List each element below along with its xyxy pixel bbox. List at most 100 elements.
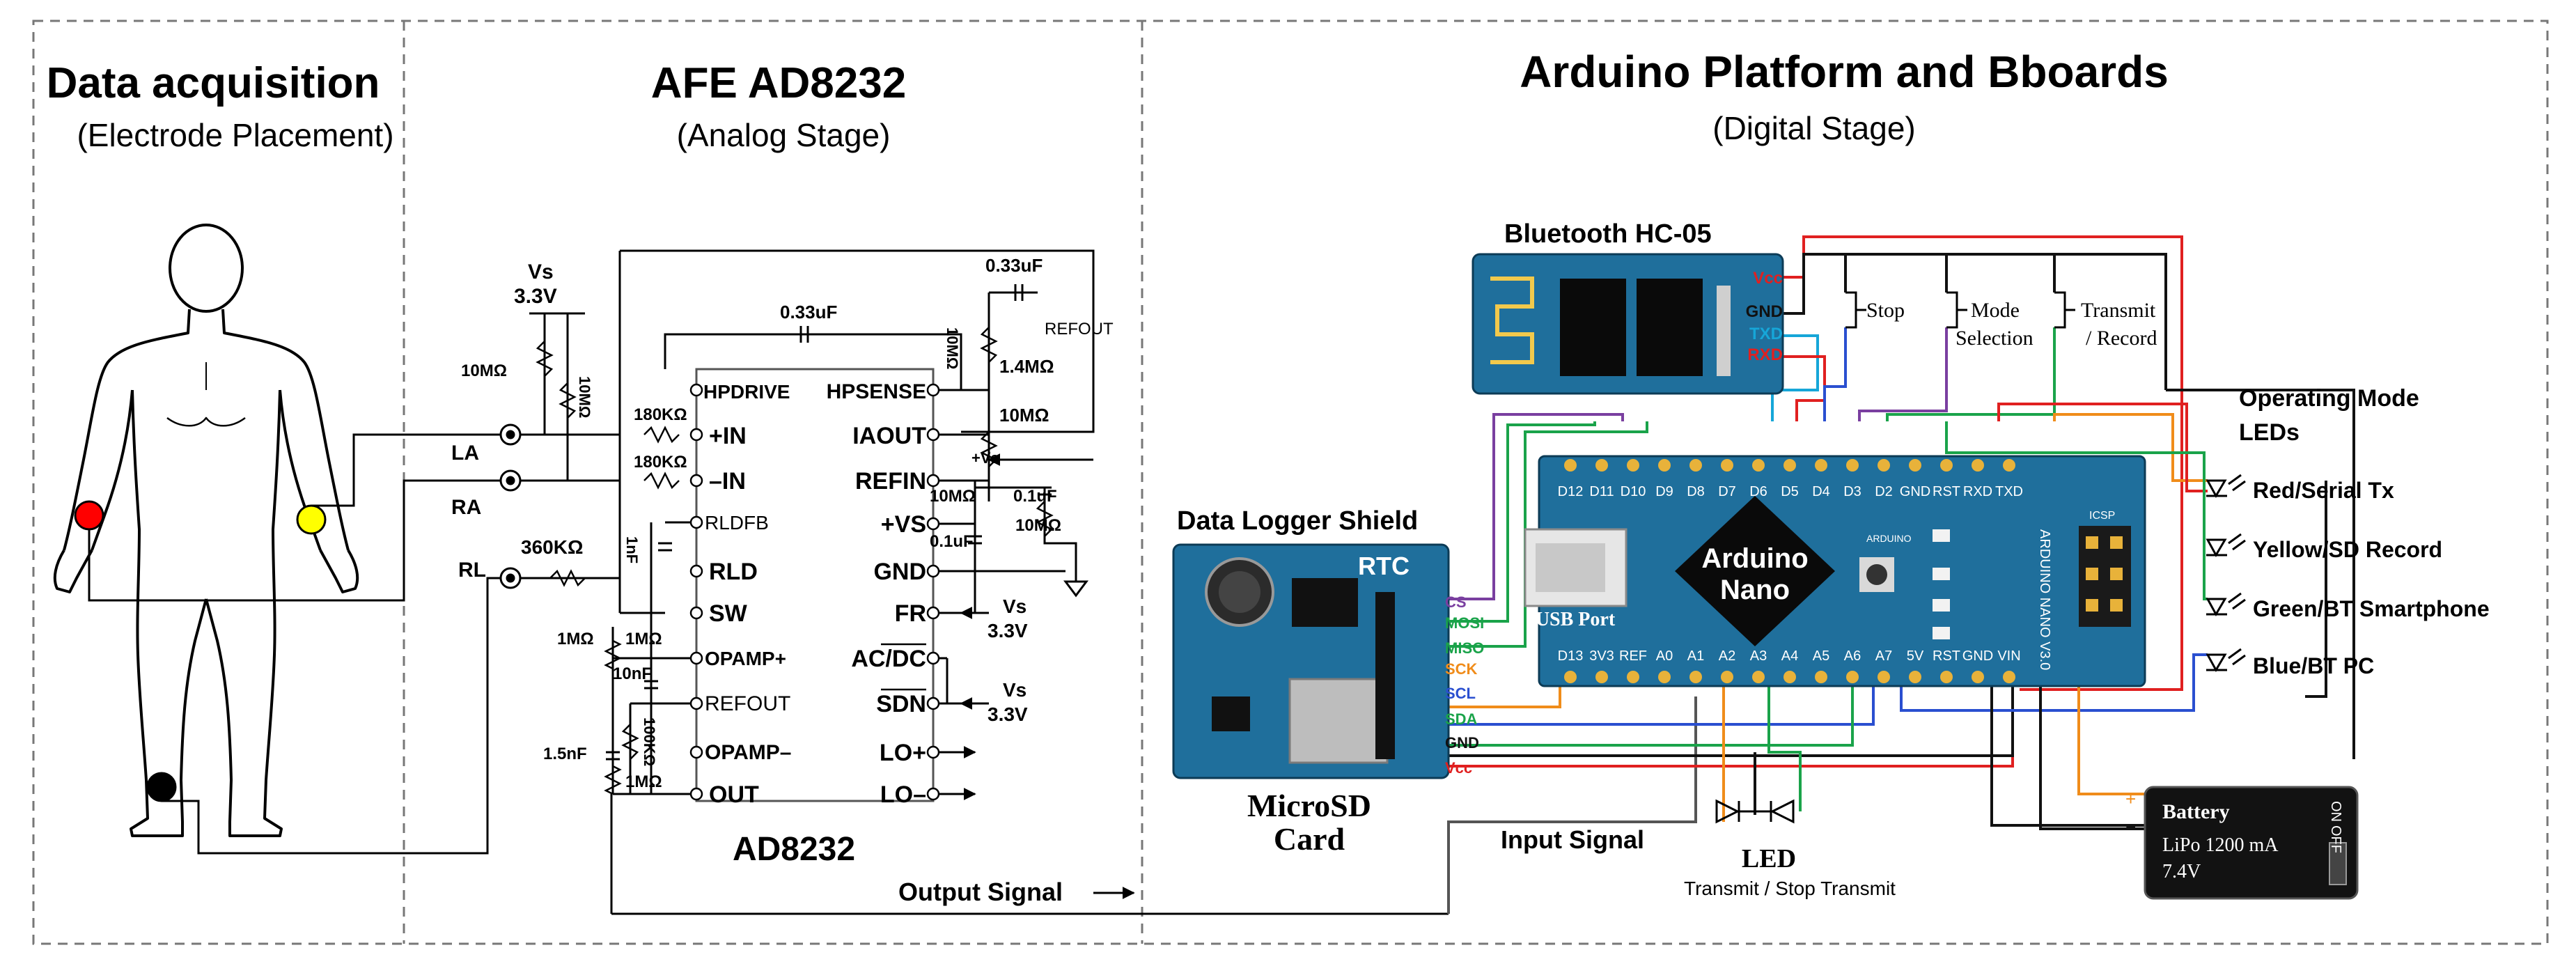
ground-icon [1063, 580, 1088, 598]
mode-leds-title-2: LEDs [2239, 419, 2300, 446]
data-acquisition-title: Data acquisition [47, 59, 380, 107]
pin-gnd: GND [873, 559, 926, 585]
bt-pin-gnd: GND [1746, 302, 1783, 321]
supply-arrows [947, 453, 1093, 800]
label-ra: RA [451, 496, 481, 519]
nano-pin-d13: D13 [1558, 648, 1584, 664]
microsd-label-2: Card [1274, 821, 1345, 857]
battery-plus: + [2125, 788, 2136, 809]
shield-title: Data Logger Shield [1177, 506, 1418, 536]
data-acquisition-subtitle: (Electrode Placement) [77, 117, 393, 153]
microsd-label-1: MicroSD [1247, 788, 1371, 823]
label-14m: 1.4MΩ [999, 356, 1054, 377]
label-vs-plus: +Vs [971, 449, 999, 467]
switch-tx-1: Transmit [2081, 299, 2156, 322]
electrode-rl [146, 772, 177, 802]
label-10m-mid: 10MΩ [999, 405, 1049, 426]
nano-pin-vin: VIN [1997, 648, 2020, 664]
label-10m-right: 10MΩ [930, 487, 976, 506]
arduino-side-label: ARDUINO NANO V3.0 [2037, 529, 2052, 670]
electrode-la [296, 504, 327, 535]
arduino-nano-board: D12 D11 D10 D9 D8 D7 D6 D5 D4 D3 D2 GND … [1524, 455, 2146, 687]
nano-pin-rxd: RXD [1963, 484, 1992, 499]
pin-opamp-minus: OPAMP– [705, 741, 791, 764]
supply-vs: Vs [528, 260, 554, 283]
pin-overbars [881, 643, 926, 691]
battery-switch[interactable] [2329, 842, 2347, 885]
label-1nf: 1nF [623, 536, 641, 563]
label-10nf: 10nF [613, 664, 652, 683]
pin-lo-plus: LO+ [880, 740, 926, 766]
mode-led-yellow: Yellow/SD Record [2253, 537, 2442, 562]
nano-pin-a6: A6 [1844, 648, 1861, 664]
led-title: LED [1742, 844, 1796, 873]
nano-pin-a5: A5 [1813, 648, 1829, 664]
switch-labels: Stop Mode Selection Transmit / Record [1866, 299, 2157, 350]
antenna-icon [1490, 277, 1534, 364]
label-01-a: 0.1uF [1013, 487, 1057, 506]
label-vs-fr: Vs [1003, 596, 1027, 617]
label-10m-left: 10MΩ [461, 361, 507, 380]
nano-pin-rst-top: RST [1933, 484, 1960, 499]
switch-stop: Stop [1866, 299, 1905, 322]
nano-pin-a7: A7 [1875, 648, 1892, 664]
label-33-fr: 3.3V [988, 620, 1028, 641]
electrode-ra [74, 500, 104, 531]
label-100k: 100KΩ [641, 717, 658, 766]
pin-iaout: IAOUT [852, 423, 926, 449]
pin-hpdrive: HPDRIVE [703, 381, 790, 403]
label-15nf: 1.5nF [543, 745, 587, 763]
pin-vs: +VS [881, 511, 926, 538]
battery-pack: Battery LiPo 1200 mA 7.4V ON OFF + − [2125, 786, 2359, 900]
pin-ac-dc: AC/DC [851, 646, 926, 672]
pin-plus-in: +IN [709, 423, 747, 449]
nano-pin-a1: A1 [1687, 648, 1704, 664]
mode-led-blue: Blue/BT PC [2253, 653, 2374, 678]
nano-pin-d6: D6 [1749, 484, 1767, 499]
chip-pins-left: HPDRIVE +IN –IN RLDFB RLD SW OPAMP+ REFO… [703, 381, 791, 808]
afe-subtitle: (Analog Stage) [677, 117, 891, 153]
nano-pin-a2: A2 [1719, 648, 1735, 664]
battery-title: Battery [2162, 800, 2230, 823]
shield-pin-sda: SDA [1445, 710, 1478, 728]
pin-sw: SW [709, 600, 748, 627]
operating-mode-leds: Operating Mode LEDs Red/Serial Tx Yellow… [2206, 385, 2490, 678]
nano-pin-3v3: 3V3 [1589, 648, 1614, 664]
nano-pin-a3: A3 [1750, 648, 1767, 664]
microsd-slot [1288, 678, 1389, 764]
label-rl: RL [458, 559, 486, 582]
push-switches [1845, 291, 2075, 329]
label-1m-a: 1MΩ [557, 630, 594, 648]
battery-switch-on: ON [2328, 801, 2343, 822]
nano-pin-d5: D5 [1781, 484, 1799, 499]
pin-minus-in: –IN [709, 468, 746, 495]
bluetooth-module: Bluetooth HC-05 Vcc GND TXD RXD [1472, 219, 1784, 395]
label-033-top: 0.33uF [985, 255, 1043, 276]
nano-pin-a4: A4 [1781, 648, 1798, 664]
label-refout: REFOUT [1045, 320, 1114, 338]
nano-pin-d8: D8 [1687, 484, 1705, 499]
chip-pin-markers [689, 383, 940, 801]
afe-title: AFE AD8232 [651, 59, 906, 107]
mode-led-green: Green/BT Smartphone [2253, 596, 2490, 621]
afe-capacitor-symbols [606, 284, 1052, 761]
arduino-name-1: Arduino [1701, 543, 1808, 574]
shield-rtc: RTC [1358, 552, 1410, 580]
nano-pin-ref: REF [1619, 648, 1647, 664]
nano-pin-d4: D4 [1812, 484, 1830, 499]
afe-schematic-wires [521, 249, 1449, 915]
mcu-chip [1675, 496, 1835, 646]
arduino-small-label: ARDUINO [1866, 533, 1912, 544]
arduino-name-2: Nano [1720, 575, 1790, 605]
supply-33v: 3.3V [514, 285, 557, 308]
transmit-leds: LED Transmit / Stop Transmit [1684, 799, 1896, 899]
label-33-sdn: 3.3V [988, 703, 1028, 725]
arduino-subtitle: (Digital Stage) [1712, 110, 1915, 146]
output-signal-label: Output Signal [898, 878, 1063, 906]
mode-led-red: Red/Serial Tx [2253, 478, 2394, 503]
switch-mode-2: Selection [1956, 327, 2034, 350]
label-180k-a: 180KΩ [634, 405, 687, 424]
nano-pin-txd: TXD [1995, 484, 2023, 499]
nano-pin-d2: D2 [1875, 484, 1893, 499]
